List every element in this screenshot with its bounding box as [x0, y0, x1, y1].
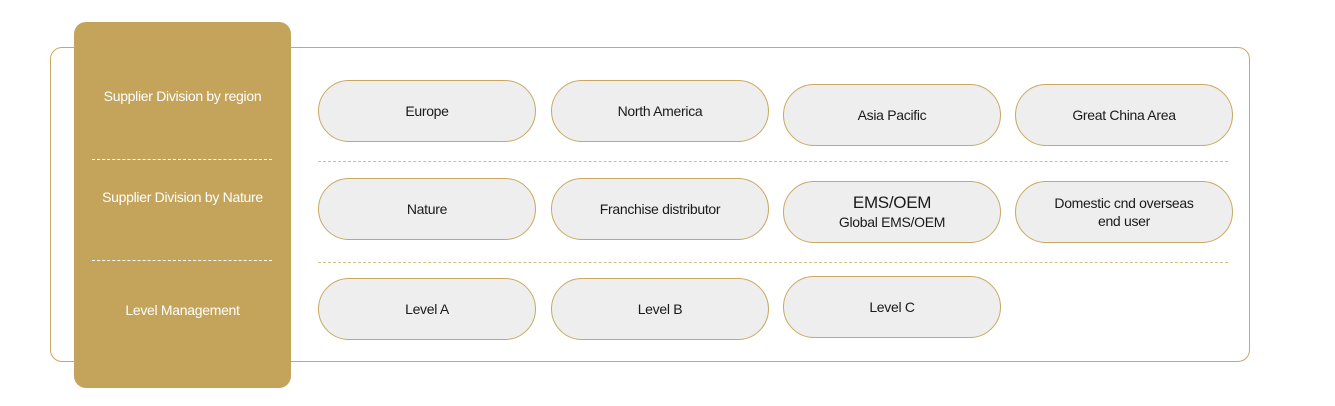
row-divider — [318, 262, 1228, 263]
pill-label: Nature — [406, 201, 448, 217]
pill-sublabel: Global EMS/OEM — [838, 214, 946, 230]
category-label-level: Level Management — [125, 302, 240, 318]
pill-label: Great China Area — [1072, 107, 1176, 123]
category-label-region: Supplier Division by region — [103, 88, 262, 104]
pill-label: North America — [617, 103, 703, 119]
nature-franchise-distributor: Franchise distributor — [551, 178, 769, 240]
nature-ems-oem: EMS/OEM Global EMS/OEM — [783, 181, 1001, 243]
nature-nature: Nature — [318, 178, 536, 240]
pill-label: Franchise distributor — [599, 201, 721, 217]
outer-frame — [50, 47, 1250, 362]
pill-label: EMS/OEM — [852, 193, 932, 212]
row-divider — [318, 161, 1228, 162]
region-europe: Europe — [318, 80, 536, 142]
region-north-america: North America — [551, 80, 769, 142]
pill-label: Domestic cnd overseas — [1054, 195, 1194, 211]
pill-label: Level A — [405, 301, 449, 317]
level-c: Level C — [783, 276, 1001, 338]
pill-label: Level C — [869, 299, 915, 315]
nature-domestic-overseas-end-user: Domestic cnd overseas end user — [1015, 181, 1233, 243]
category-label-nature: Supplier Division by Nature — [102, 189, 263, 205]
category-sidebar: Supplier Division by region Supplier Div… — [74, 22, 291, 388]
pill-label: Level B — [637, 301, 683, 317]
pill-label: Europe — [405, 103, 449, 119]
sidebar-divider — [92, 260, 272, 261]
region-great-china-area: Great China Area — [1015, 84, 1233, 146]
pill-sublabel: end user — [1097, 213, 1151, 229]
level-b: Level B — [551, 278, 769, 340]
region-asia-pacific: Asia Pacific — [783, 84, 1001, 146]
pill-label: Asia Pacific — [857, 107, 927, 123]
sidebar-divider — [92, 159, 272, 160]
level-a: Level A — [318, 278, 536, 340]
